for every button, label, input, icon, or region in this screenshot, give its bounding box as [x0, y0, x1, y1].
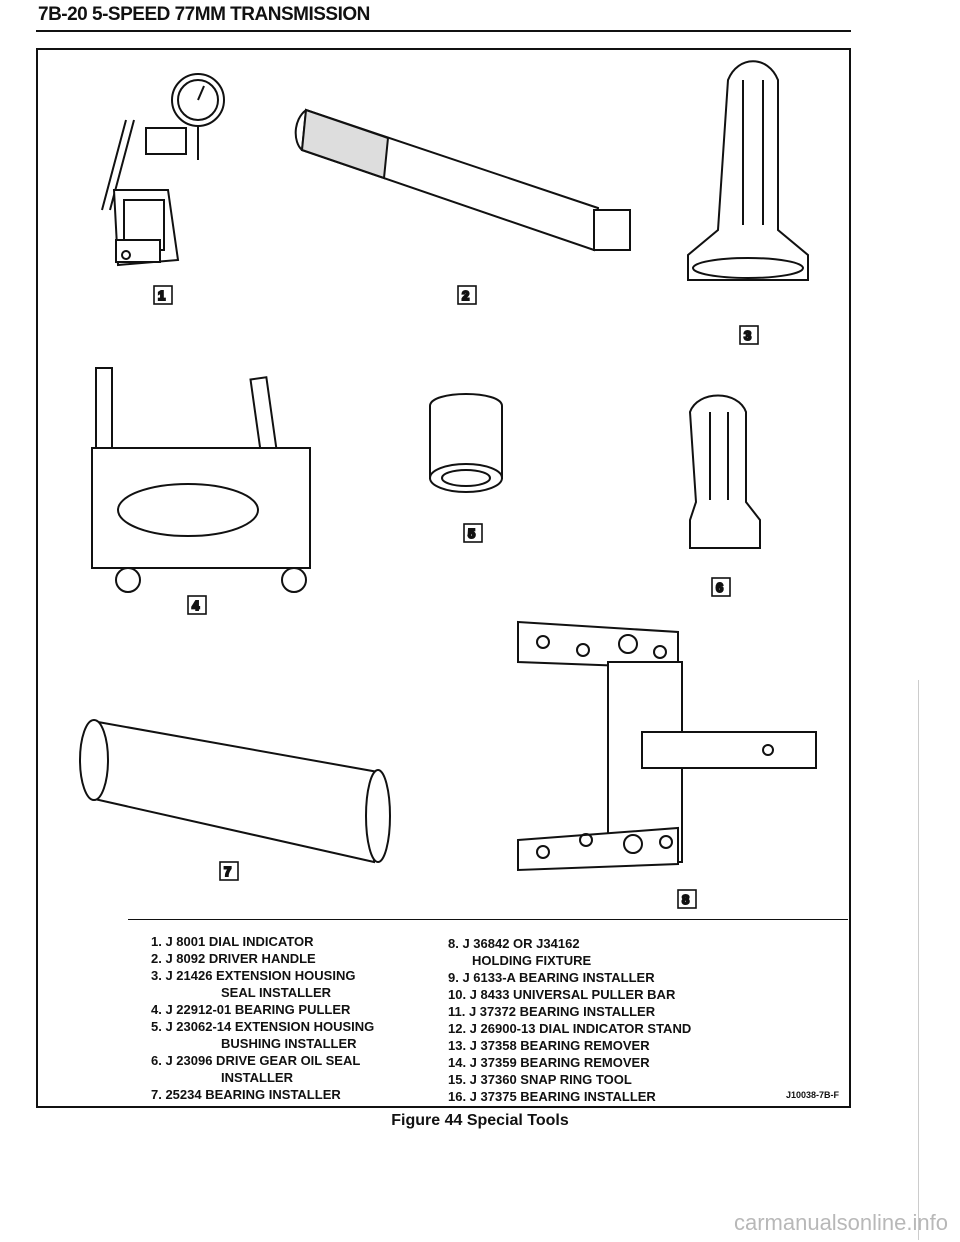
- legend-item-13: 13. J 37358 BEARING REMOVER: [448, 1038, 650, 1053]
- watermark: carmanualsonline.info: [733, 1210, 948, 1235]
- tool-label-4: 4: [187, 595, 207, 615]
- svg-text:2: 2: [462, 288, 469, 303]
- legend-item-3: 3. J 21426 EXTENSION HOUSING: [151, 968, 356, 983]
- legend-item-2: 2. J 8092 DRIVER HANDLE: [151, 951, 316, 966]
- bushing-installer-drawing: [429, 393, 503, 493]
- tool-label-5: 5: [463, 523, 483, 543]
- scan-edge-line: [918, 680, 919, 1240]
- seal-installer-drawing: [687, 60, 809, 281]
- legend-left: 1. J 8001 DIAL INDICATOR 2. J 8092 DRIVE…: [151, 933, 374, 1103]
- tool-label-3: 3: [739, 325, 759, 345]
- svg-text:6: 6: [716, 580, 723, 595]
- oil-seal-installer-drawing: [688, 394, 761, 549]
- svg-text:7: 7: [224, 864, 231, 879]
- tool-label-8: 8: [677, 889, 697, 909]
- legend-item-5-cont: BUSHING INSTALLER: [221, 1036, 357, 1051]
- holding-fixture-drawing: [517, 620, 817, 872]
- legend-item-16: 16. J 37375 BEARING INSTALLER: [448, 1089, 656, 1104]
- legend-item-6-cont: INSTALLER: [221, 1070, 293, 1085]
- svg-text:4: 4: [192, 598, 200, 613]
- driver-handle-drawing: [294, 108, 631, 252]
- legend-item-7: 7. 25234 BEARING INSTALLER: [151, 1087, 341, 1102]
- legend-item-12: 12. J 26900-13 DIAL INDICATOR STAND: [448, 1021, 692, 1036]
- tool-label-2: 2: [457, 285, 477, 305]
- legend-item-5: 5. J 23062-14 EXTENSION HOUSING: [151, 1019, 375, 1034]
- dial-indicator-drawing: [101, 73, 225, 267]
- tool-label-6: 6: [711, 577, 731, 597]
- legend-item-15: 15. J 37360 SNAP RING TOOL: [448, 1072, 632, 1087]
- tools-drawing: 1 2 3 4 5 6 7 8: [79, 60, 817, 909]
- legend-item-11: 11. J 37372 BEARING INSTALLER: [448, 1004, 656, 1019]
- legend-item-14: 14. J 37359 BEARING REMOVER: [448, 1055, 650, 1070]
- legend-item-8: 8. J 36842 OR J34162: [448, 936, 580, 951]
- figure-frame: 1 2 3 4 5 6 7 8 1. J 8001 DIAL INDICATOR…: [36, 48, 851, 1108]
- figure-code: J10038-7B-F: [785, 1090, 839, 1100]
- legend-item-9: 9. J 6133-A BEARING INSTALLER: [448, 970, 655, 985]
- legend-item-4: 4. J 22912-01 BEARING PULLER: [151, 1002, 351, 1017]
- figure-caption: Figure 44 Special Tools: [391, 1112, 569, 1129]
- legend-item-10: 10. J 8433 UNIVERSAL PULLER BAR: [448, 987, 676, 1002]
- svg-text:5: 5: [468, 526, 475, 541]
- header-rule: [36, 30, 851, 32]
- svg-text:3: 3: [744, 328, 751, 343]
- svg-text:8: 8: [682, 892, 689, 907]
- legend-item-3-cont: SEAL INSTALLER: [221, 985, 332, 1000]
- bearing-installer-tube-drawing: [79, 719, 391, 864]
- svg-text:1: 1: [158, 288, 165, 303]
- legend-divider: [128, 919, 848, 920]
- tools-illustration: 1 2 3 4 5 6 7 8: [38, 50, 849, 920]
- tool-label-1: 1: [153, 285, 173, 305]
- legend-item-6: 6. J 23096 DRIVE GEAR OIL SEAL: [151, 1053, 361, 1068]
- legend-item-1: 1. J 8001 DIAL INDICATOR: [151, 934, 314, 949]
- page-header: 7B-20 5-SPEED 77MM TRANSMISSION: [38, 4, 370, 25]
- bearing-puller-drawing: [91, 367, 311, 593]
- legend-item-8-cont: HOLDING FIXTURE: [472, 953, 592, 968]
- legend-right: 8. J 36842 OR J34162 HOLDING FIXTURE 9. …: [448, 935, 691, 1105]
- tool-label-7: 7: [219, 861, 239, 881]
